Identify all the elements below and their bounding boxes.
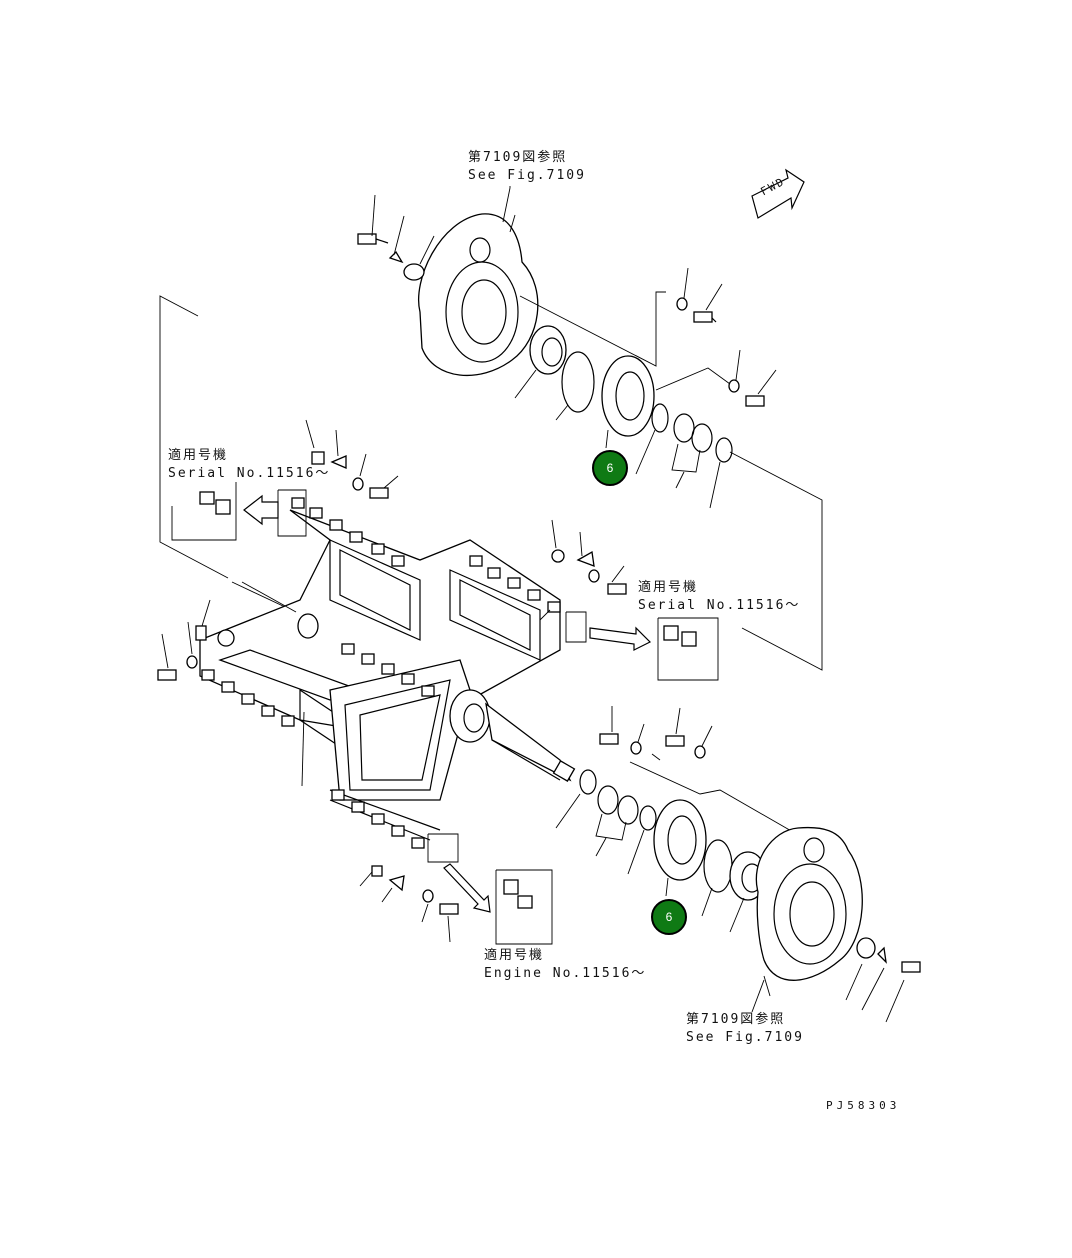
left-bolt-set [157,599,235,681]
right-detail-inset [551,519,719,681]
bottom-ref-label-en: See Fig.7109 [686,1030,804,1045]
bottom-ref-label-jp: 第7109図参照 [686,1012,786,1027]
equalizer-frame [199,497,576,849]
upper-case-plate [418,213,539,377]
serial-right-label-jp: 適用号機 [638,580,699,595]
top-ref-label-en: See Fig.7109 [468,168,586,183]
upper-bearing-parts [514,325,733,509]
serial-right-label-en: Serial No.11516～ [638,598,801,613]
lower-right-bolts [845,937,921,1023]
left-detail-inset [171,419,399,541]
top-ref-label-jp: 第7109図参照 [468,150,568,165]
lower-case-plate [755,826,863,997]
engine-label-jp: 適用号機 [484,948,545,963]
serial-left-label-en: Serial No.11516～ [168,466,331,481]
drawing-id: PJ58303 [826,1099,901,1112]
engine-label-en: Engine No.11516～ [484,966,647,981]
lower-middle-bolts [599,706,713,761]
upper-bolt-set [357,194,435,281]
part-callout-6-upper[interactable]: 6 [592,450,628,486]
serial-left-label-jp: 適用号機 [168,448,229,463]
bottom-detail-inset [359,833,553,945]
part-callout-6-lower[interactable]: 6 [651,899,687,935]
upper-right-bolts [676,267,777,407]
fwd-arrow [751,168,805,219]
